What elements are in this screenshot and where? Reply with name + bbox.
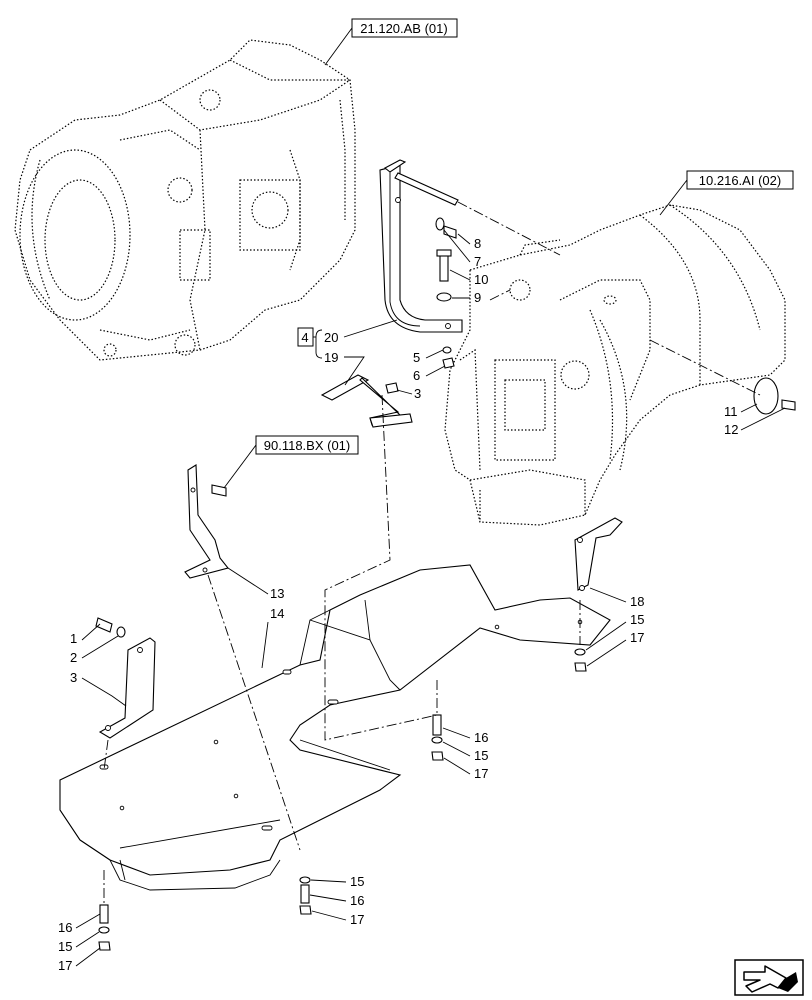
callout-19: 19 [324, 350, 338, 365]
reference-transmission-label: 21.120.AB (01) [360, 21, 447, 36]
callout-8: 8 [474, 236, 481, 251]
callout-11: 11 [724, 404, 738, 419]
callout-17-bottom: 17 [350, 912, 364, 927]
reference-axle-housing[interactable]: 10.216.AI (02) [659, 170, 794, 216]
callout-16-left: 16 [58, 920, 72, 935]
reference-transmission[interactable]: 21.120.AB (01) [324, 18, 458, 66]
bracket-3-lower [98, 637, 156, 739]
bracket-18 [574, 517, 623, 591]
bracket-13 [184, 464, 229, 579]
callout-17-right: 17 [630, 630, 644, 645]
callout-14: 14 [270, 606, 284, 621]
callout-18: 18 [630, 594, 644, 609]
rear-axle-housing [444, 204, 786, 526]
kit-group: 4 [297, 327, 323, 359]
reference-axle-housing-label: 10.216.AI (02) [699, 173, 781, 188]
callout-15-center: 15 [474, 748, 488, 763]
callout-12: 12 [724, 422, 738, 437]
callout-17-center: 17 [474, 766, 488, 781]
callout-15-bottom: 15 [350, 874, 364, 889]
reference-cab-mount[interactable]: 90.118.BX (01) [223, 435, 359, 489]
callout-6: 6 [413, 368, 420, 383]
callout-3-upper: 3 [414, 386, 421, 401]
callout-20: 20 [324, 330, 338, 345]
kit-number: 4 [301, 330, 308, 345]
callout-15-right: 15 [630, 612, 644, 627]
alignment-lines [103, 201, 761, 905]
callout-1: 1 [70, 631, 77, 646]
callouts: 20 19 8 7 10 9 5 6 3 11 12 13 14 [58, 229, 786, 973]
callout-17-left: 17 [58, 958, 72, 973]
hardware [95, 172, 796, 951]
callout-5: 5 [413, 350, 420, 365]
transmission-housing [14, 39, 356, 361]
bracket-19 [320, 374, 413, 428]
callout-7: 7 [474, 254, 481, 269]
reference-cab-mount-label: 90.118.BX (01) [264, 438, 350, 453]
callout-10: 10 [474, 272, 488, 287]
callout-15-left: 15 [58, 939, 72, 954]
callout-13: 13 [270, 586, 284, 601]
callout-16-center: 16 [474, 730, 488, 745]
floor-plate [59, 564, 611, 891]
callout-9: 9 [474, 290, 481, 305]
callout-3-lower: 3 [70, 670, 77, 685]
arrow-icon[interactable] [734, 959, 804, 996]
callout-16-bottom: 16 [350, 893, 364, 908]
callout-2: 2 [70, 650, 77, 665]
